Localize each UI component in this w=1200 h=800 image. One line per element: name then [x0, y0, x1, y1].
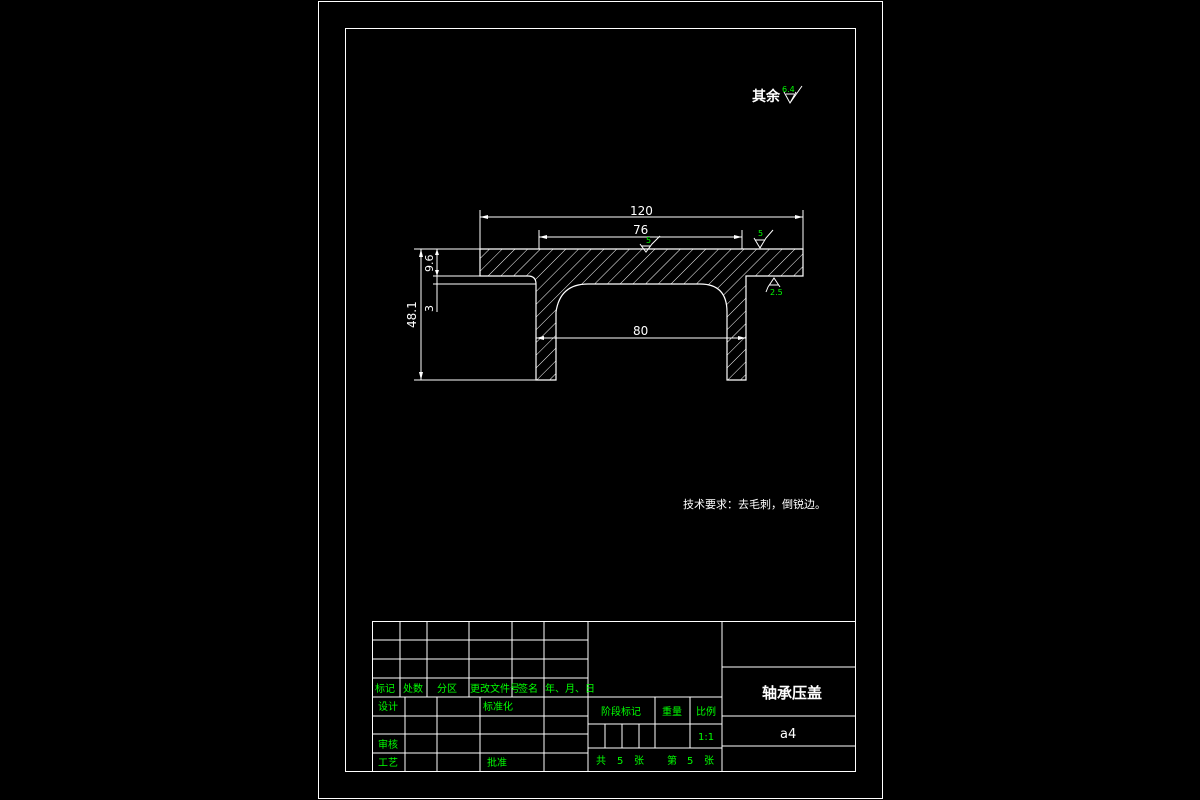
outer-frame: [318, 1, 883, 799]
svg-text:标记: 标记: [375, 683, 395, 695]
svg-text:年、月、日: 年、月、日: [545, 682, 595, 695]
roughness-top-inner: 5: [639, 235, 661, 253]
svg-text:阶段标记: 阶段标记: [601, 705, 641, 718]
svg-text:48.1: 48.1: [405, 301, 419, 328]
svg-text:审核: 审核: [378, 738, 398, 751]
dimension-overall-width: 120: [479, 204, 804, 249]
svg-text:80: 80: [633, 324, 648, 338]
svg-text:5: 5: [617, 756, 623, 767]
svg-text:张: 张: [634, 755, 644, 767]
svg-text:76: 76: [633, 223, 648, 237]
svg-text:批准: 批准: [487, 756, 507, 769]
svg-text:工艺: 工艺: [378, 757, 398, 769]
roughness-right-top: 5: [753, 229, 774, 249]
svg-text:设计: 设计: [378, 700, 398, 713]
svg-text:5: 5: [646, 236, 651, 245]
svg-text:2.5: 2.5: [770, 288, 783, 297]
technical-requirements: 技术要求：去毛刺，倒锐边。: [683, 497, 826, 511]
svg-text:5: 5: [687, 756, 693, 767]
part-name: 轴承压盖: [762, 684, 822, 702]
surface-finish-label: 其余: [752, 88, 781, 105]
roughness-right-bottom: 2.5: [765, 277, 783, 297]
svg-text:1:1: 1:1: [698, 732, 714, 743]
dimension-total-height: 48.1: [405, 248, 536, 381]
inner-frame: [345, 28, 856, 772]
dimension-inner-width: 80: [536, 324, 746, 340]
part-section: [479, 248, 804, 381]
svg-text:5: 5: [758, 229, 763, 238]
svg-text:重量: 重量: [662, 705, 682, 718]
svg-text:3: 3: [423, 305, 436, 312]
surface-finish-value: 6.4: [782, 85, 795, 94]
svg-text:签名: 签名: [518, 682, 538, 695]
svg-text:120: 120: [630, 204, 653, 218]
svg-text:标准化: 标准化: [483, 700, 513, 713]
svg-text:分区: 分区: [437, 683, 457, 695]
surface-finish-note: 其余 6.4: [752, 85, 803, 105]
svg-text:处数: 处数: [403, 682, 423, 695]
dimension-top-inner-width: 76: [538, 223, 743, 249]
material: a4: [780, 727, 796, 742]
svg-text:第: 第: [667, 754, 677, 767]
svg-text:更改文件号: 更改文件号: [470, 682, 520, 695]
dimension-step-height: 3: [423, 276, 536, 312]
dimension-flange-thickness: 9.6: [423, 249, 480, 277]
svg-text:张: 张: [704, 755, 714, 767]
svg-text:比例: 比例: [696, 705, 716, 718]
title-block: 标记 处数 分区 更改文件号 签名 年、月、日 设计 标准化 审核 工艺 批准 …: [372, 621, 856, 772]
svg-text:共: 共: [596, 755, 606, 767]
svg-text:9.6: 9.6: [423, 255, 436, 273]
